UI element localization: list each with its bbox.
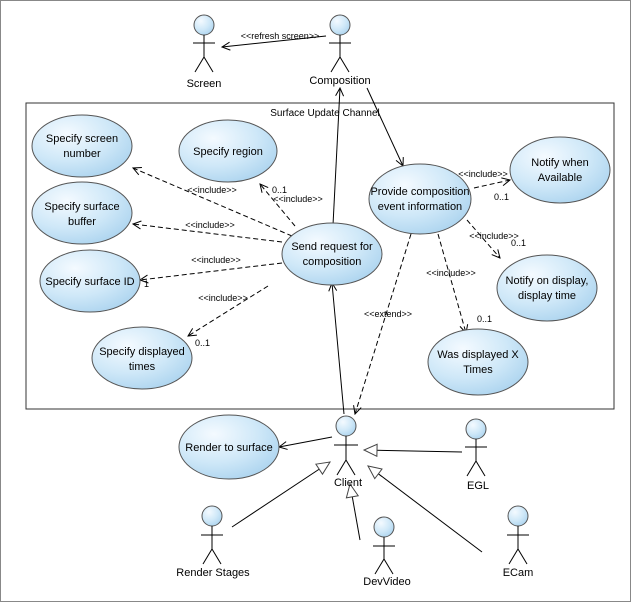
include-region-mult: 0..1: [272, 185, 287, 195]
svg-text:Times: Times: [463, 364, 493, 376]
refresh-screen-label: <<refresh screen>>: [241, 31, 320, 41]
svg-text:Notify when: Notify when: [531, 157, 588, 169]
include-was-displayed-mult: 0..1: [477, 314, 492, 324]
use-case-specify-screen-number: Specify screen number: [31, 114, 133, 178]
use-case-specify-displayed-times: Specify displayed times: [91, 326, 193, 390]
svg-text:display time: display time: [518, 290, 576, 302]
render-stages-generalization: [231, 461, 331, 528]
svg-text:Notify on display,: Notify on display,: [506, 275, 589, 287]
svg-text:EGL: EGL: [467, 480, 489, 492]
use-case-notify-display-time: Notify on display, display time: [496, 254, 598, 322]
include-notify-display-edge: [466, 219, 500, 258]
use-case-specify-surface-buffer: Specify surface buffer: [31, 181, 133, 245]
client-render-edge: [279, 436, 333, 447]
svg-text:Client: Client: [334, 477, 362, 489]
devvideo-generalization: [345, 482, 361, 541]
use-case-was-displayed: Was displayed X Times: [427, 328, 529, 396]
include-displayed-times-mult: 0..1: [195, 338, 210, 348]
include-surface-buffer-label: <<include>>: [185, 220, 235, 230]
refresh-screen-edge: [222, 35, 327, 47]
svg-text:Was displayed X: Was displayed X: [437, 349, 519, 361]
include-surface-id-mult: 1: [144, 279, 149, 289]
svg-text:number: number: [63, 148, 101, 160]
actor-egl-icon: [465, 418, 487, 440]
svg-text:buffer: buffer: [68, 216, 96, 228]
use-case-specify-region: Specify region: [178, 119, 278, 183]
include-notify-available-edge: [473, 180, 510, 189]
send-to-composition-edge: [332, 88, 340, 226]
use-case-provide-event-info: Provide composition event information: [368, 163, 472, 235]
svg-text:Render to surface: Render to surface: [185, 442, 272, 454]
include-region-edge: [260, 184, 296, 227]
svg-text:composition: composition: [303, 256, 362, 268]
include-notify-available-label: <<include>>: [458, 169, 508, 179]
svg-text:Available: Available: [538, 172, 582, 184]
use-case-specify-surface-id: Specify surface ID: [39, 249, 141, 313]
include-screen-number-label: <<include>>: [187, 185, 237, 195]
actor-devvideo: DevVideo: [363, 516, 411, 588]
actor-client-icon: [335, 415, 357, 437]
use-case-send-request: Send request for composition: [281, 222, 383, 286]
actor-render-stages-icon: [201, 505, 223, 527]
svg-text:Specify region: Specify region: [193, 146, 263, 158]
svg-text:Specify displayed: Specify displayed: [99, 346, 185, 358]
client-to-send-edge: [332, 283, 345, 415]
actor-egl: EGL: [465, 418, 489, 492]
actor-screen-icon: [193, 14, 215, 36]
include-was-displayed-label: <<include>>: [426, 268, 476, 278]
actor-screen: Screen: [187, 14, 222, 90]
include-notify-display-label: <<include>>: [469, 231, 519, 241]
system-label: Surface Update Channel: [270, 108, 380, 119]
include-was-displayed-edge: [437, 233, 466, 333]
actor-ecam-icon: [507, 505, 529, 527]
extend-label: <<extend>>: [364, 309, 412, 319]
include-region-label: <<include>>: [273, 194, 323, 204]
svg-text:times: times: [129, 361, 156, 373]
include-displayed-times-label: <<include>>: [198, 293, 248, 303]
actor-ecam: ECam: [503, 505, 534, 579]
svg-text:Send request for: Send request for: [291, 241, 373, 253]
include-screen-number-edge: [133, 168, 293, 237]
svg-text:Screen: Screen: [187, 78, 222, 90]
include-surface-id-label: <<include>>: [191, 255, 241, 265]
svg-text:event information: event information: [378, 201, 462, 213]
svg-text:Render Stages: Render Stages: [176, 567, 250, 579]
actor-composition: Composition: [309, 14, 371, 87]
actor-devvideo-icon: [373, 516, 395, 538]
include-notify-display-mult: 0..1: [511, 238, 526, 248]
use-case-notify-available: Notify when Available: [509, 136, 611, 204]
svg-text:Specify surface ID: Specify surface ID: [45, 276, 134, 288]
actor-composition-icon: [329, 14, 351, 36]
svg-text:Specify surface: Specify surface: [44, 201, 119, 213]
actor-client: Client: [334, 415, 362, 489]
svg-text:Composition: Composition: [309, 75, 370, 87]
svg-text:Provide composition: Provide composition: [370, 186, 469, 198]
ecam-generalization: [367, 465, 483, 553]
actor-render-stages: Render Stages: [176, 505, 250, 579]
include-surface-buffer-edge: [133, 224, 283, 243]
composition-to-provide-edge: [366, 87, 403, 166]
use-case-render-to-surface: Render to surface: [178, 414, 280, 480]
svg-text:ECam: ECam: [503, 567, 534, 579]
include-notify-available-mult: 0..1: [494, 192, 509, 202]
svg-text:Specify screen: Specify screen: [46, 133, 118, 145]
egl-generalization: [362, 443, 463, 458]
svg-text:DevVideo: DevVideo: [363, 576, 411, 588]
